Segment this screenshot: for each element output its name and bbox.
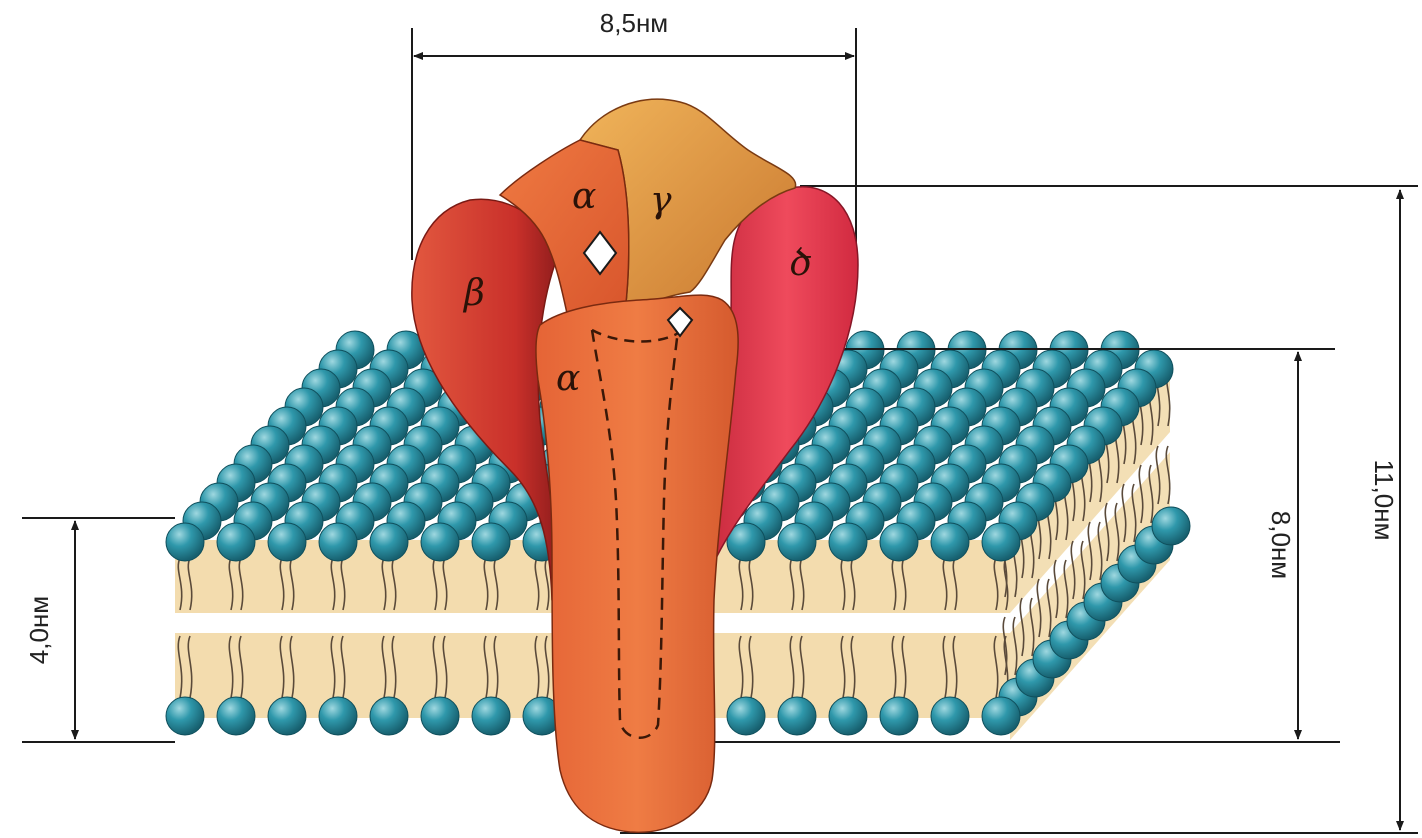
lipid-head — [217, 697, 255, 735]
lipid-head — [268, 523, 306, 561]
lipid-head — [166, 697, 204, 735]
lipid-head — [319, 697, 357, 735]
lipid-head — [931, 523, 969, 561]
label-gamma: γ — [650, 180, 672, 221]
lipid-head — [268, 697, 306, 735]
lipid-head — [727, 697, 765, 735]
lipid-head — [319, 523, 357, 561]
lipid-head — [166, 523, 204, 561]
lipid-head — [829, 523, 867, 561]
lipid-head — [931, 697, 969, 735]
width-dimension-label: 8,5нм — [600, 8, 668, 38]
lipid-head — [370, 697, 408, 735]
lipid-head — [421, 697, 459, 735]
lipid-head — [472, 697, 510, 735]
lipid-head — [778, 697, 816, 735]
lipid-head — [217, 523, 255, 561]
label-delta: ծ — [790, 243, 812, 284]
protein-height-dimension-label: 8,0нм — [1266, 511, 1296, 579]
label-alpha-front: α — [556, 358, 580, 399]
label-beta: β — [462, 273, 485, 314]
label-alpha-top: α — [572, 176, 596, 217]
lipid-head — [421, 523, 459, 561]
lipid-head — [778, 523, 816, 561]
lipid-head — [982, 523, 1020, 561]
lipid-head — [1152, 507, 1190, 545]
lipid-head — [829, 697, 867, 735]
lipid-head — [880, 523, 918, 561]
lipid-head — [880, 697, 918, 735]
lipid-head — [982, 697, 1020, 735]
total-height-dimension-label: 11,0нм — [1369, 460, 1399, 541]
lipid-head — [472, 523, 510, 561]
membrane-thickness-dimension-label: 4,0нм — [24, 596, 54, 664]
lipid-head — [370, 523, 408, 561]
